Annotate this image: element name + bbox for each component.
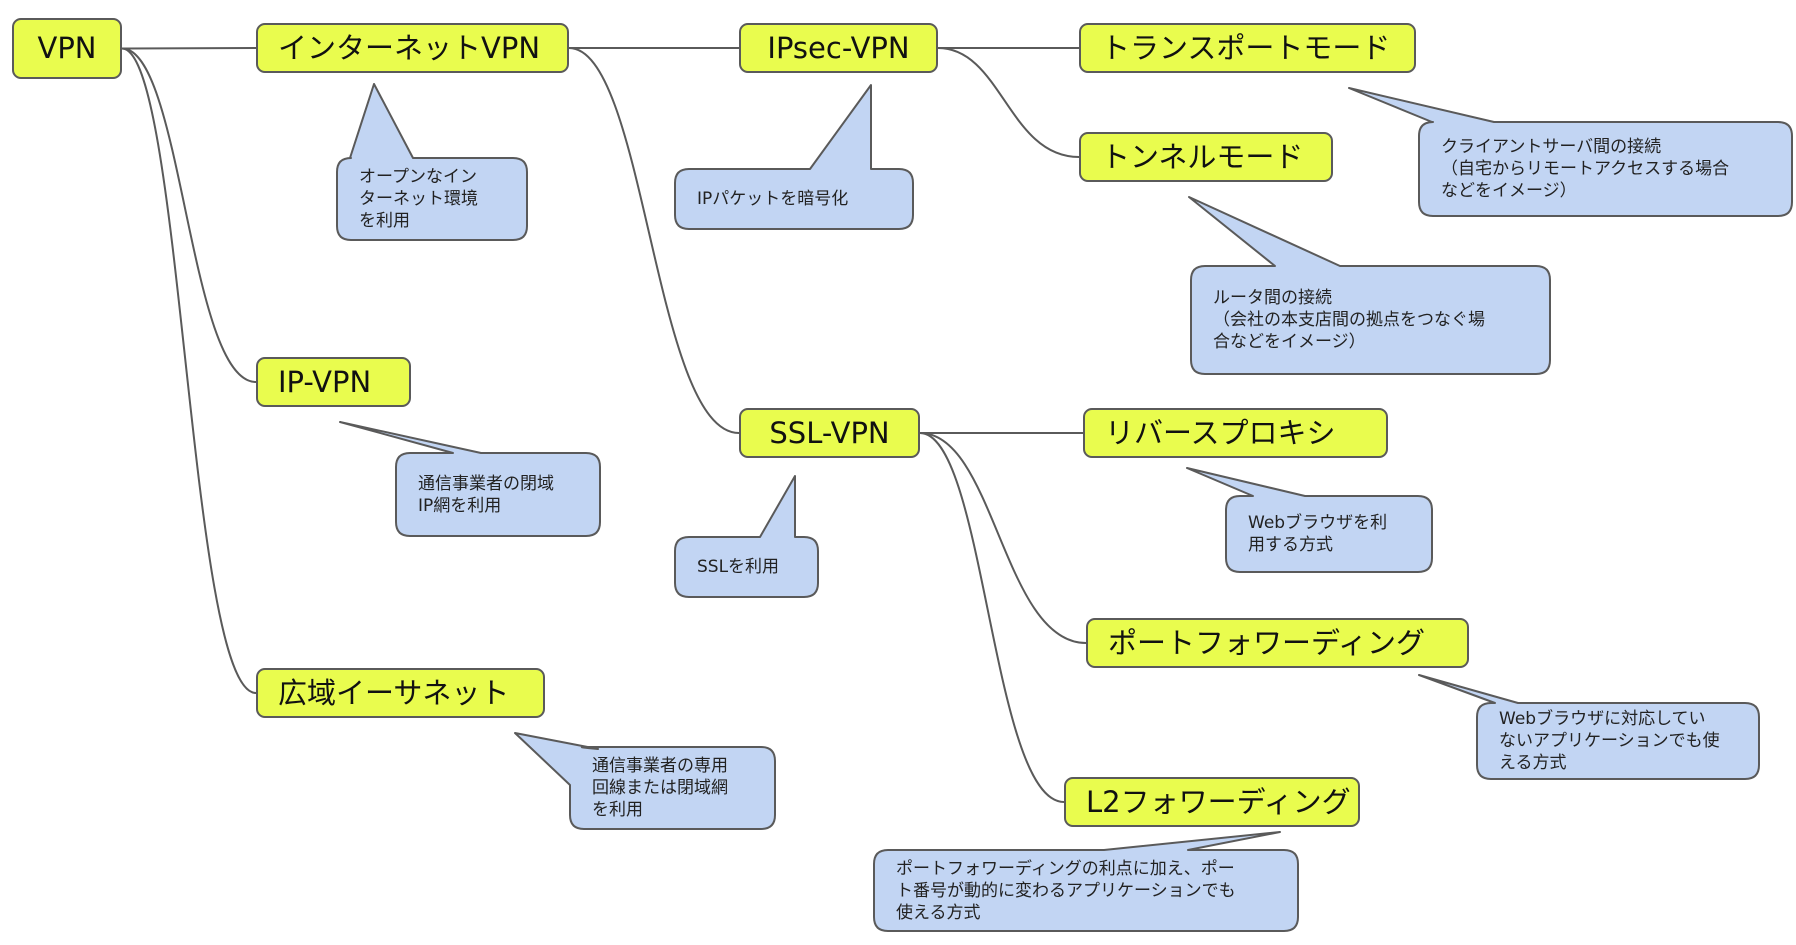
callout-shape-tunnel-mode	[1188, 196, 1551, 375]
note-text: Webブラウザを利 用する方式	[1248, 513, 1388, 555]
callout-shape-reverse-proxy	[1186, 467, 1433, 573]
note-l2-forwarding[interactable]: ポートフォワーディングの利点に加え、ポー ト番号が動的に変わるアプリケーションで…	[874, 850, 1298, 931]
note-tunnel-mode[interactable]: ルータ間の接続 （会社の本支店間の拠点をつなぐ場 合などをイメージ）	[1191, 266, 1550, 374]
note-text: クライアントサーバ間の接続 （自宅からリモートアクセスする場合 などをイメージ）	[1441, 137, 1730, 201]
node-label: 広域イーサネット	[278, 675, 510, 710]
callout-shape-wide-area-ethernet	[514, 732, 776, 830]
node-l2-forwarding[interactable]: L2フォワーディング	[1064, 777, 1360, 827]
callout-shape-ipsec-vpn	[674, 84, 914, 230]
note-reverse-proxy[interactable]: Webブラウザを利 用する方式	[1226, 496, 1432, 572]
node-label: トランスポートモード	[1101, 30, 1391, 65]
callout-shape-transport-mode	[1348, 87, 1793, 217]
connector-vpn-to-wide-area-ethernet	[121, 47, 257, 694]
note-transport-mode[interactable]: クライアントサーバ間の接続 （自宅からリモートアクセスする場合 などをイメージ）	[1419, 122, 1792, 216]
node-label: L2フォワーディング	[1086, 784, 1351, 819]
node-ssl-vpn[interactable]: SSL-VPN	[739, 408, 920, 458]
note-text: 通信事業者の専用 回線または閉域網 を利用	[592, 756, 728, 820]
node-label: インターネットVPN	[278, 30, 541, 65]
note-port-forwarding[interactable]: Webブラウザに対応してい ないアプリケーションでも使 える方式	[1477, 703, 1759, 779]
note-text: ルータ間の接続 （会社の本支店間の拠点をつなぐ場 合などをイメージ）	[1213, 288, 1485, 352]
callout-shape-ssl-vpn	[674, 475, 819, 598]
note-text: 通信事業者の閉域 IP網を利用	[418, 473, 554, 516]
node-tunnel-mode[interactable]: トンネルモード	[1079, 132, 1333, 182]
note-internet-vpn[interactable]: オープンなイン ターネット環境 を利用	[337, 158, 527, 240]
node-reverse-proxy[interactable]: リバースプロキシ	[1083, 408, 1388, 458]
node-label: SSL-VPN	[769, 415, 890, 450]
node-transport-mode[interactable]: トランスポートモード	[1079, 23, 1416, 73]
node-vpn[interactable]: VPN	[12, 18, 122, 79]
callout-shape-ip-vpn	[339, 421, 601, 537]
note-ipsec-vpn[interactable]: IPパケットを暗号化	[675, 169, 913, 229]
connector-vpn-to-internet-vpn	[121, 47, 257, 50]
callout-shape-port-forwarding	[1418, 674, 1760, 780]
note-ip-vpn[interactable]: 通信事業者の閉域 IP網を利用	[396, 453, 600, 536]
note-wide-area-ethernet[interactable]: 通信事業者の専用 回線または閉域網 を利用	[570, 747, 775, 829]
connector-ipsec-vpn-to-tunnel-mode	[937, 47, 1080, 158]
node-label: リバースプロキシ	[1105, 415, 1336, 450]
note-text: IPパケットを暗号化	[697, 189, 849, 209]
note-text: ポートフォワーディングの利点に加え、ポー ト番号が動的に変わるアプリケーションで…	[896, 858, 1236, 923]
node-label: トンネルモード	[1101, 139, 1304, 174]
node-ipsec-vpn[interactable]: IPsec-VPN	[739, 23, 938, 73]
connector-vpn-to-ip-vpn	[121, 47, 257, 383]
connector-ssl-vpn-to-port-forwarding	[919, 432, 1087, 644]
note-text: Webブラウザに対応してい ないアプリケーションでも使 える方式	[1499, 709, 1720, 773]
connector-internet-vpn-to-ssl-vpn	[568, 47, 740, 434]
node-internet-vpn[interactable]: インターネットVPN	[256, 23, 569, 73]
node-label: VPN	[37, 31, 97, 65]
node-label: ポートフォワーディング	[1108, 625, 1425, 660]
node-label: IPsec-VPN	[767, 30, 910, 65]
note-text: SSLを利用	[697, 557, 780, 577]
note-text: オープンなイン ターネット環境 を利用	[359, 167, 478, 231]
connector-ssl-vpn-to-l2-forwarding	[919, 432, 1065, 803]
callout-shape-internet-vpn	[336, 83, 528, 241]
node-port-forwarding[interactable]: ポートフォワーディング	[1086, 618, 1469, 668]
node-wide-area-ethernet[interactable]: 広域イーサネット	[256, 668, 545, 718]
callout-shape-l2-forwarding	[873, 831, 1299, 932]
node-ip-vpn[interactable]: IP-VPN	[256, 357, 411, 407]
note-ssl-vpn[interactable]: SSLを利用	[675, 537, 818, 597]
node-label: IP-VPN	[278, 364, 372, 399]
